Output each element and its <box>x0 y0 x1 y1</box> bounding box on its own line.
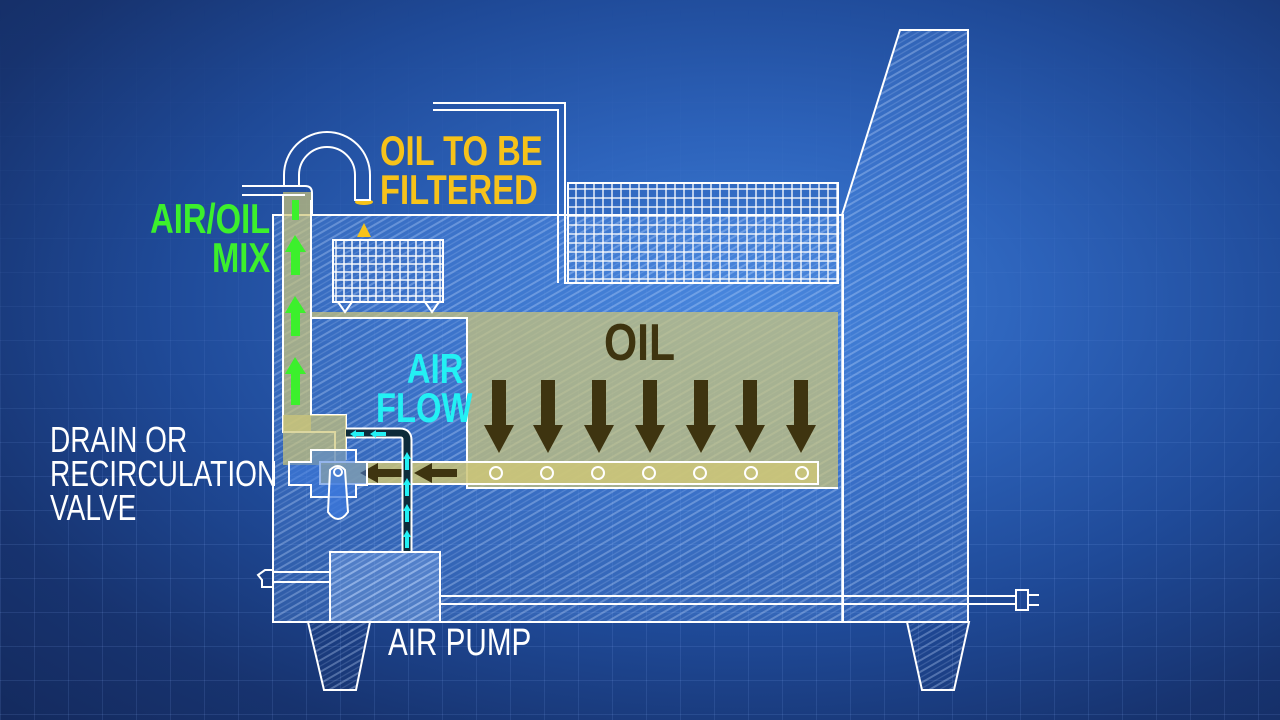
return-pipe <box>283 131 371 201</box>
down-arrow-icon <box>786 380 816 453</box>
perforated-air-tube <box>319 461 819 485</box>
air-hole <box>489 466 503 480</box>
up-arrow-icon <box>403 452 411 470</box>
left-arrow-icon <box>350 430 364 438</box>
plug-icon <box>1015 589 1029 611</box>
up-arrow-icon <box>285 357 306 405</box>
fry-basket <box>433 102 839 284</box>
backsplash <box>841 29 969 623</box>
drain-valve <box>288 449 368 520</box>
left-arrow-icon <box>414 463 457 483</box>
down-arrow-icon <box>686 380 716 453</box>
down-arrow-icon <box>635 380 665 453</box>
up-arrow-icon <box>285 296 306 336</box>
oil-label: OIL <box>604 314 676 372</box>
air-pump <box>329 551 441 623</box>
air-hole <box>744 466 758 480</box>
filter-basket <box>332 239 444 314</box>
down-arrow-icon <box>735 380 765 453</box>
up-arrow-icon <box>403 478 411 496</box>
oil-flow-arrows <box>484 380 816 453</box>
left-arrow-icon <box>360 463 402 483</box>
drain-valve-label: DRAIN OR RECIRCULATION VALVE <box>50 419 278 529</box>
legs <box>306 621 971 691</box>
power-cord <box>440 589 1039 611</box>
drain-spout <box>256 569 330 588</box>
air-hole <box>693 466 707 480</box>
air-line <box>346 427 413 552</box>
air-oil-mix-label: AIR/OIL MIX <box>150 195 271 281</box>
down-arrow-icon <box>533 380 563 453</box>
oil-to-be-filtered-label: OIL TO BE FILTERED <box>380 127 543 213</box>
oil-volume <box>310 312 838 489</box>
air-hole <box>642 466 656 480</box>
left-arrow-icon <box>370 430 386 438</box>
air-pump-label: AIR PUMP <box>388 622 532 664</box>
down-arrow-icon <box>584 380 614 453</box>
down-arrow-icon <box>484 380 514 453</box>
up-arrow-icon <box>403 504 411 522</box>
air-oil-arrows <box>285 200 306 405</box>
oil-drip-icon <box>357 223 371 237</box>
air-hole <box>540 466 554 480</box>
up-arrow-icon <box>403 530 411 548</box>
up-arrow-icon <box>285 235 306 275</box>
air-hole <box>795 466 809 480</box>
air-hole <box>591 466 605 480</box>
air-flow-label: AIR FLOW <box>376 345 473 431</box>
